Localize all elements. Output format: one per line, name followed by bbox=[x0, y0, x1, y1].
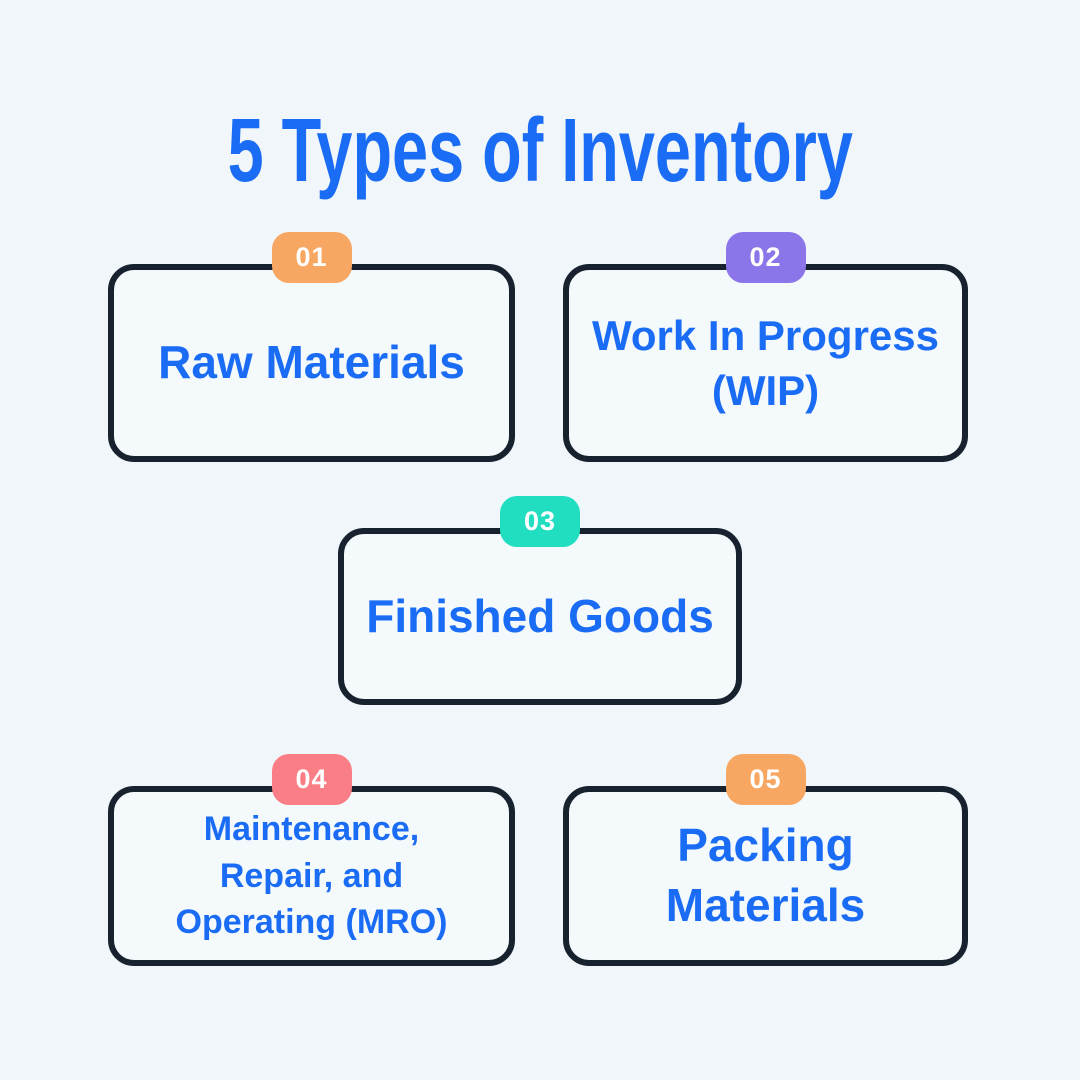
card-work-in-progress: 02 Work In Progress (WIP) bbox=[563, 232, 968, 462]
badge-04: 04 bbox=[271, 754, 352, 805]
card-raw-materials: 01 Raw Materials bbox=[108, 232, 515, 462]
card-packing-materials: 05 Packing Materials bbox=[563, 754, 968, 966]
badge-02: 02 bbox=[725, 232, 806, 283]
badge-05: 05 bbox=[725, 754, 806, 805]
card-label-packing-materials: Packing Materials bbox=[665, 819, 866, 931]
badge-03: 03 bbox=[500, 496, 580, 547]
card-label-maintenance-repair-operating: Maintenance, Repair, and Operating (MRO) bbox=[175, 809, 448, 942]
badge-01: 01 bbox=[271, 232, 352, 283]
card-label-finished-goods: Finished Goods bbox=[366, 589, 714, 642]
card-label-raw-materials: Raw Materials bbox=[158, 336, 465, 389]
page-title: 5 Types of Inventory bbox=[0, 106, 1080, 196]
card-label-work-in-progress: Work In Progress (WIP) bbox=[592, 311, 939, 414]
page-title-text: 5 Types of Inventory bbox=[227, 101, 853, 201]
card-maintenance-repair-operating: 04 Maintenance, Repair, and Operating (M… bbox=[108, 754, 515, 966]
card-finished-goods: 03 Finished Goods bbox=[338, 496, 742, 705]
